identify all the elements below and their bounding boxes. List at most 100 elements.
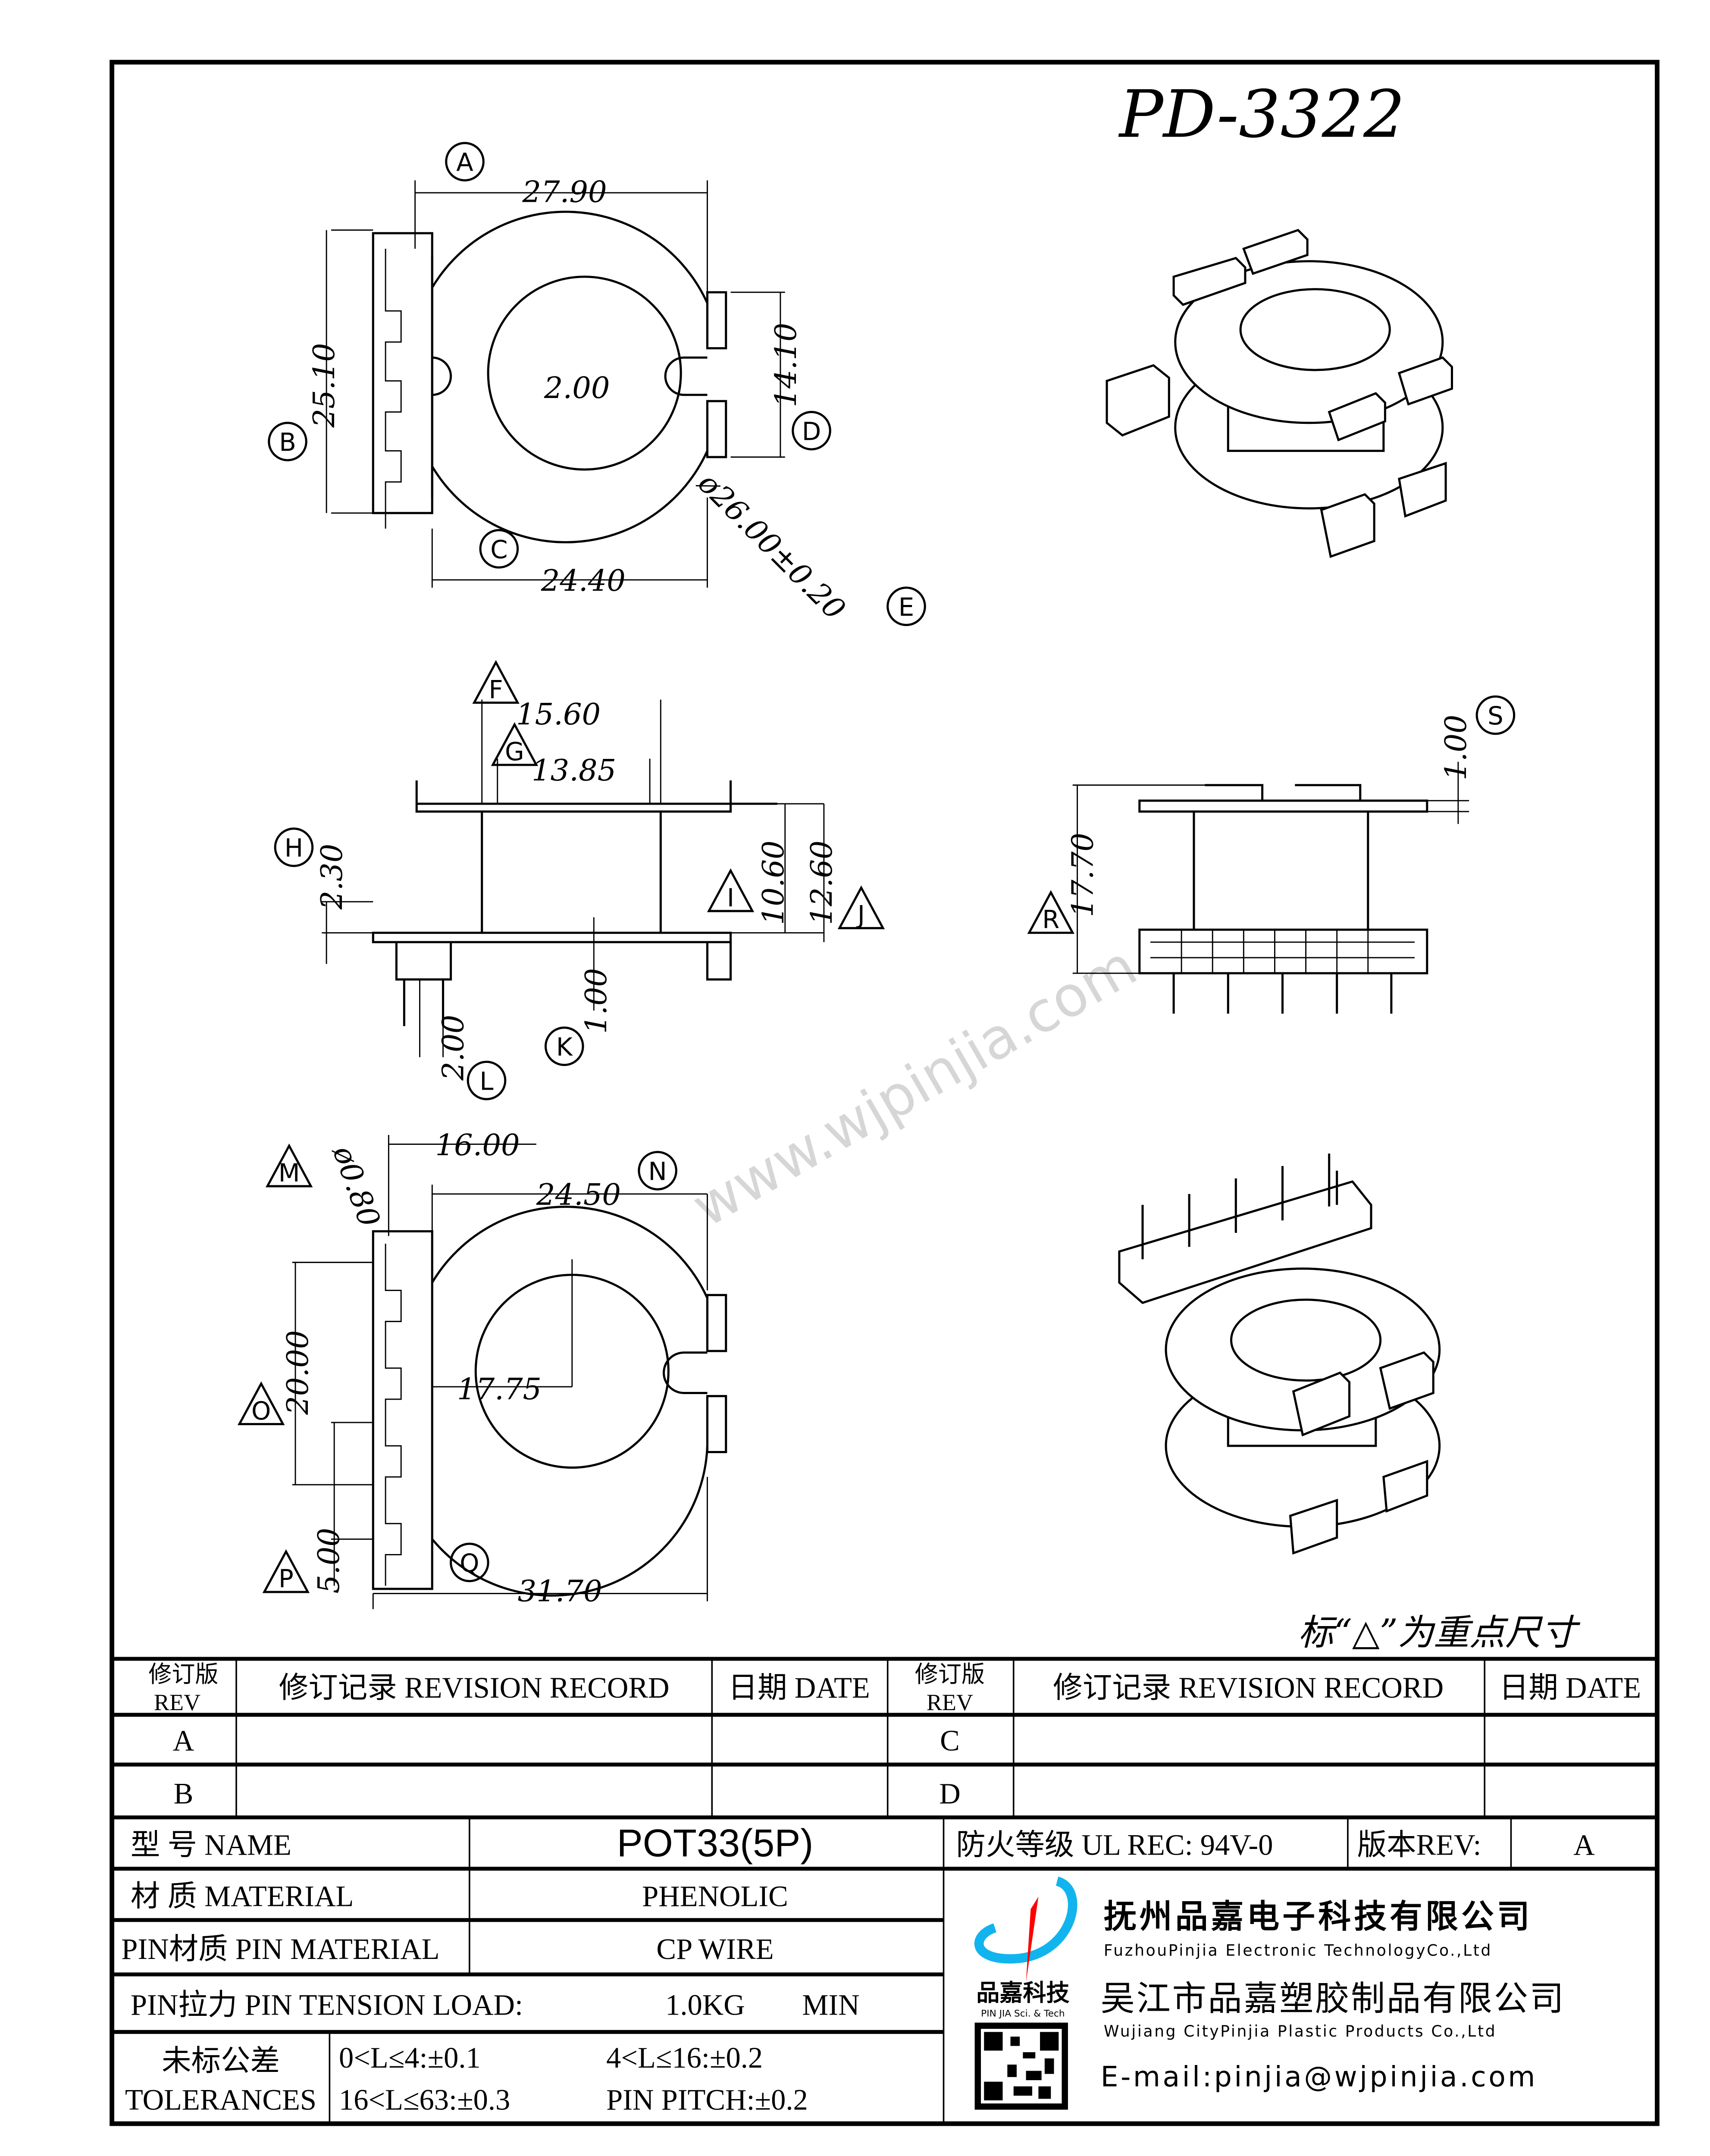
sheet-border	[110, 60, 1660, 2126]
record-header-2: 修订记录 REVISION RECORD	[1053, 1671, 1444, 1704]
marker-d: D	[792, 411, 831, 451]
marker-g: G	[491, 722, 539, 766]
dim-o: 20.00	[281, 1330, 315, 1415]
svg-text:E: E	[899, 592, 914, 622]
marker-j: J	[837, 885, 885, 930]
tension-label: PIN拉力 PIN TENSION LOAD:	[131, 1989, 523, 2021]
dim-j: 12.60	[805, 840, 839, 925]
svg-text:J: J	[856, 900, 865, 930]
company-name-1-cn: 抚州品嘉电子科技有限公司	[1104, 1898, 1533, 1936]
side-view: 15.60 13.85 2.30 10.60 12.60 2.00 1.00 F…	[274, 660, 885, 1100]
ul-rating: 防火等级 UL REC: 94V-0	[956, 1828, 1273, 1861]
end-view: 17.70 1.00 R S	[1027, 695, 1516, 1014]
dim-i: 10.60	[756, 840, 791, 925]
dim-q: 31.70	[518, 1574, 602, 1609]
svg-text:P: P	[279, 1564, 294, 1593]
date-header-2: 日期 DATE	[1499, 1671, 1641, 1704]
dim-l: 2.00	[436, 1015, 470, 1081]
marker-o: O	[238, 1381, 285, 1426]
svg-text:I: I	[727, 883, 734, 912]
svg-text:A: A	[456, 148, 473, 177]
dim-16: 16.00	[435, 1128, 520, 1163]
dim-s: 1.00	[1439, 714, 1473, 780]
tolerance-1: 0<L≤4:±0.1	[339, 2041, 481, 2074]
svg-text:K: K	[556, 1032, 573, 1062]
svg-text:F: F	[489, 675, 503, 704]
svg-text:B: B	[279, 428, 296, 457]
dim-slot: 2.00	[544, 371, 610, 405]
marker-s: S	[1475, 695, 1516, 735]
dim-height: 25.10	[307, 343, 341, 428]
tolerance-4: PIN PITCH:±0.2	[606, 2084, 808, 2116]
rev-value: A	[1573, 1828, 1594, 1861]
rev-header-en: REV	[154, 1689, 200, 1715]
pin-material-value: CP WIRE	[656, 1933, 774, 1965]
dim-base: 24.40	[541, 564, 626, 598]
rev-label: 版本REV:	[1357, 1828, 1481, 1861]
svg-text:M: M	[279, 1158, 300, 1188]
svg-text:O: O	[251, 1396, 271, 1426]
rev-header: 修订版	[148, 1661, 218, 1687]
svg-text:Q: Q	[460, 1548, 479, 1578]
pin-material-label: PIN材质 PIN MATERIAL	[121, 1933, 439, 1965]
svg-text:D: D	[802, 417, 821, 446]
tension-unit: MIN	[802, 1989, 859, 2021]
svg-text:S: S	[1488, 701, 1503, 730]
isometric-view-top	[1106, 229, 1453, 558]
revision-table: 修订版 REV 修订记录 REVISION RECORD 日期 DATE 修订版…	[112, 1657, 1657, 1820]
marker-a: A	[445, 142, 485, 182]
rev-c: C	[940, 1724, 960, 1757]
tolerance-2: 4<L≤16:±0.2	[606, 2041, 763, 2074]
tolerance-3: 16<L≤63:±0.3	[339, 2084, 510, 2116]
dim-p: 5.00	[312, 1528, 346, 1594]
dim-center: 17.75	[457, 1372, 542, 1407]
tension-value: 1.0KG	[665, 1989, 745, 2021]
svg-text:G: G	[505, 737, 524, 766]
material-label: 材 质 MATERIAL	[131, 1880, 354, 1912]
marker-f: F	[472, 660, 520, 704]
marker-k: K	[544, 1026, 584, 1066]
dim-g: 13.85	[532, 753, 616, 788]
part-number: PD-3322	[1118, 76, 1405, 152]
tolerances-label: 未标公差	[162, 2044, 280, 2077]
marker-m: M	[265, 1143, 313, 1188]
isometric-view-bottom	[1118, 1153, 1441, 1555]
rev-b: B	[174, 1777, 194, 1810]
name-value: POT33(5P)	[617, 1821, 814, 1865]
marker-i: I	[707, 868, 755, 912]
rev-d: D	[939, 1777, 960, 1810]
dim-width: 27.90	[522, 175, 607, 210]
dim-h: 2.30	[315, 844, 349, 910]
logo-subtext: PIN JIA Sci. & Tech	[981, 2008, 1065, 2019]
svg-text:H: H	[285, 834, 303, 863]
rev-a: A	[173, 1724, 194, 1757]
company-name-1-en: FuzhouPinjia Electronic TechnologyCo.,Lt…	[1104, 1942, 1492, 1960]
marker-b: B	[268, 422, 307, 461]
date-header: 日期 DATE	[728, 1671, 870, 1704]
dim-tab-span: 14.10	[769, 323, 803, 407]
material-value: PHENOLIC	[642, 1880, 788, 1912]
record-header: 修订记录 REVISION RECORD	[279, 1671, 670, 1704]
marker-n: N	[638, 1151, 677, 1191]
title-block: 型 号 NAME POT33(5P) 防火等级 UL REC: 94V-0 版本…	[112, 1817, 1657, 2124]
company-name-2-cn: 吴江市品嘉塑胶制品有限公司	[1101, 1978, 1566, 2018]
marker-p: P	[262, 1549, 310, 1593]
qr-code-icon	[974, 2022, 1068, 2110]
dim-f: 15.60	[516, 697, 601, 732]
marker-e: E	[886, 586, 926, 626]
rev-header-2: 修订版	[915, 1661, 985, 1687]
dim-k: 1.00	[579, 968, 614, 1034]
marker-c: C	[479, 529, 519, 569]
marker-r: R	[1027, 890, 1074, 934]
svg-text:N: N	[648, 1157, 667, 1186]
marker-h: H	[274, 827, 314, 867]
svg-text:C: C	[490, 535, 507, 564]
svg-text:L: L	[479, 1066, 493, 1096]
key-dimension-note: 标“△”为重点尺寸	[1298, 1612, 1581, 1654]
company-email: E-mail:pinjia@wjpinjia.com	[1101, 2061, 1538, 2093]
rev-header-en-2: REV	[927, 1689, 973, 1715]
svg-text:R: R	[1042, 905, 1059, 934]
marker-q: Q	[450, 1542, 489, 1583]
logo-text: 品嘉科技	[976, 1979, 1069, 2006]
dim-n: 24.50	[536, 1178, 621, 1212]
